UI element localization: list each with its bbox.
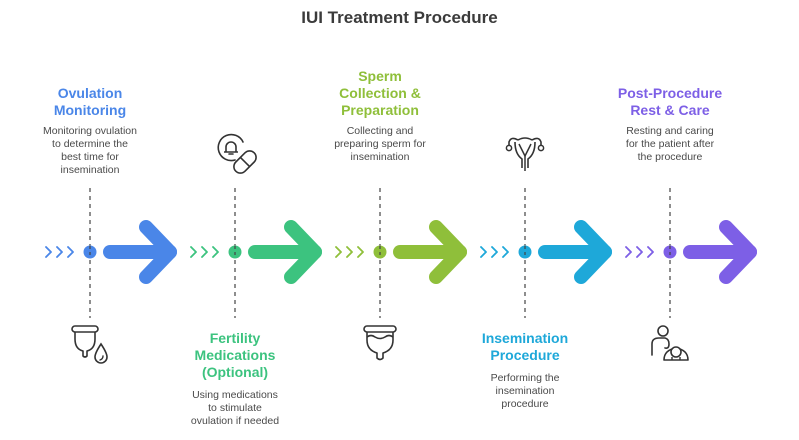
step-title-line: Collection & — [339, 85, 421, 101]
chevrons-icon — [335, 246, 364, 258]
arrow-right-icon — [103, 220, 177, 284]
step-title-line: (Optional) — [201, 364, 269, 380]
collection-cup-icon — [363, 325, 397, 361]
step-description-line: to determine the — [52, 138, 128, 150]
step-ovulation-monitoring — [45, 188, 177, 364]
arrow-right-icon — [393, 220, 467, 284]
step-title-line: Insemination — [481, 330, 569, 346]
step-title-line: Rest & Care — [630, 102, 710, 118]
step-description-line: the procedure — [637, 151, 703, 163]
arrow-right-icon — [683, 220, 757, 284]
menstrual-cup-drop-icon — [71, 325, 108, 364]
step-description-line: insemination — [350, 151, 410, 163]
step-title-line: Fertility — [209, 330, 261, 346]
alarm-pill-icon — [217, 133, 257, 174]
caregiver-patient-icon — [651, 325, 689, 361]
step-description-line: best time for — [61, 151, 119, 163]
step-description-line: Resting and caring — [626, 125, 714, 137]
step-description-line: Collecting and — [346, 125, 414, 137]
step-description-line: preparing sperm for — [334, 138, 426, 150]
step-fertility-medications — [190, 133, 322, 318]
step-description-line: ovulation if needed — [190, 415, 280, 427]
step-title-line: Post-Procedure — [617, 85, 723, 101]
chevrons-icon — [480, 246, 509, 258]
arrow-right-icon — [538, 220, 612, 284]
step-description-line: Performing the — [490, 372, 560, 384]
step-title-line: Monitoring — [53, 102, 127, 118]
step-description-line: Monitoring ovulation — [43, 125, 137, 137]
step-title-line: Medications — [194, 347, 276, 363]
step-title-line: Procedure — [490, 347, 560, 363]
chevrons-icon — [45, 246, 74, 258]
step-title-line: Preparation — [341, 102, 419, 118]
step-description-line: to stimulate — [208, 402, 262, 414]
step-description-line: insemination — [495, 385, 555, 397]
arrow-right-icon — [248, 220, 322, 284]
chevrons-icon — [190, 246, 219, 258]
step-sperm-collection — [335, 188, 467, 361]
step-description-line: Using medications — [192, 389, 278, 401]
step-title-line: Ovulation — [57, 85, 123, 101]
step-title-line: Sperm — [358, 68, 402, 84]
step-description-line: for the patient after — [625, 138, 715, 150]
step-post-procedure — [625, 188, 757, 361]
step-description-line: procedure — [501, 398, 549, 410]
uterus-icon — [505, 137, 545, 171]
diagram-title: IUI Treatment Procedure — [301, 8, 498, 27]
chevrons-icon — [625, 246, 654, 258]
step-insemination-procedure — [480, 137, 612, 318]
step-description-line: insemination — [60, 164, 120, 176]
